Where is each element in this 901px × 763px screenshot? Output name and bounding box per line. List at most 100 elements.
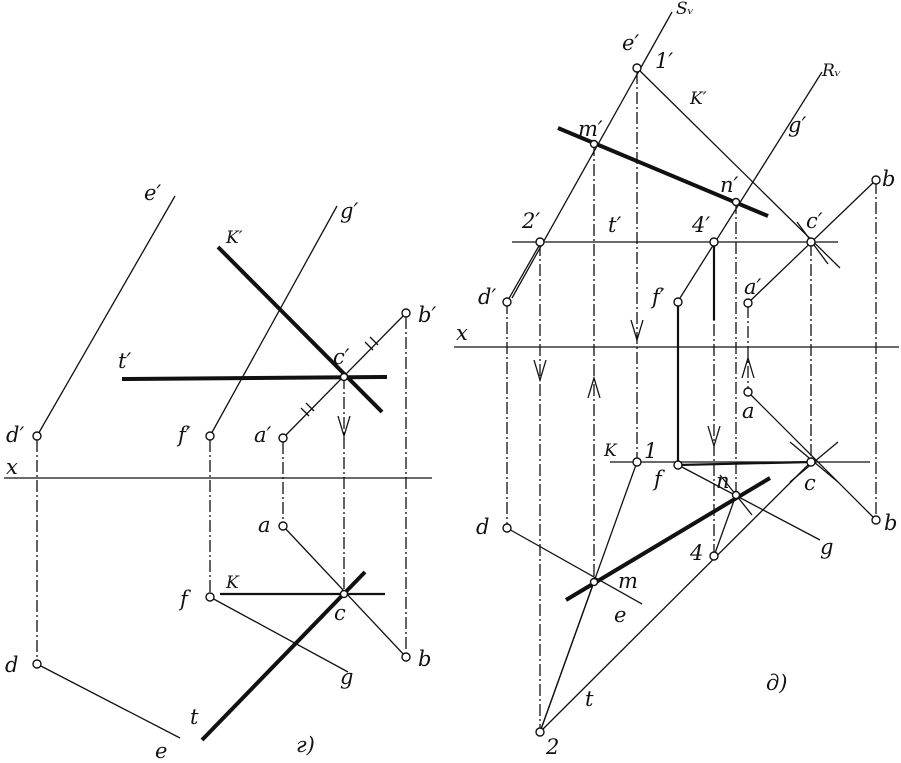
right-label-d: d — [476, 515, 489, 539]
right-label-2-prime: 2′ — [521, 209, 540, 233]
right-label-g-prime: g′ — [788, 113, 806, 137]
left-point-d — [32, 659, 42, 669]
right-label-n-prime: n′ — [720, 173, 739, 197]
panel-left: e′ g′ K′ b′ t′ c′ d′ f′ a′ x a K f c d g… — [4, 181, 436, 763]
right-label-r-v: Rᵥ — [821, 61, 841, 81]
right-point-c-prime — [806, 237, 816, 247]
right-label-b: b — [884, 511, 897, 535]
right-label-f: f — [652, 467, 665, 491]
right-point-2-prime — [535, 237, 545, 247]
right-point-1-prime — [632, 63, 642, 73]
left-point-a — [278, 521, 288, 531]
right-point-n-prime — [731, 197, 741, 207]
right-point-f-prime — [673, 297, 683, 307]
right-point-f — [673, 460, 683, 470]
right-point-m-prime — [589, 139, 599, 149]
right-label-g: g — [820, 535, 833, 559]
left-label-e: e — [155, 739, 167, 763]
left-label-k: K — [225, 573, 240, 593]
left-label-g-prime: g′ — [340, 199, 358, 223]
left-tick-2b — [369, 336, 379, 346]
left-point-c-prime — [339, 372, 349, 382]
left-label-g: g — [340, 665, 353, 689]
left-point-b — [401, 652, 411, 662]
left-label-a: a — [258, 513, 271, 537]
right-point-b-prime — [871, 175, 881, 185]
right-arrow-2-down — [533, 359, 547, 383]
right-arrow-1-down — [630, 319, 644, 343]
right-trace-r-v — [679, 71, 823, 299]
right-line-d-2-prime — [506, 243, 541, 303]
left-point-d-prime — [32, 431, 42, 441]
left-caption: г) — [296, 733, 315, 757]
left-line-k-prime — [216, 245, 384, 414]
right-point-a — [743, 387, 753, 397]
left-point-b-prime — [401, 308, 411, 318]
left-point-f-prime — [205, 431, 215, 441]
right-point-4-prime — [709, 237, 719, 247]
right-line-m-2 — [539, 581, 595, 733]
right-line-t — [539, 461, 812, 733]
left-tick-1a — [300, 407, 310, 417]
left-label-f: f — [178, 587, 191, 611]
left-label-b: b — [418, 647, 431, 671]
right-point-m — [589, 577, 599, 587]
right-arrow-4-down — [707, 425, 721, 449]
right-line-4-n — [713, 494, 737, 557]
left-label-c: c — [334, 601, 346, 625]
left-point-a-prime — [278, 433, 288, 443]
right-arrow-m-up — [587, 375, 601, 399]
left-point-c — [339, 589, 349, 599]
left-label-k-prime: K′ — [225, 228, 243, 248]
left-line-fg-prime — [209, 205, 338, 437]
left-arrow-down — [337, 415, 351, 439]
right-label-1: 1 — [644, 439, 657, 463]
right-label-m-prime: m′ — [578, 117, 603, 141]
right-point-1 — [632, 457, 642, 467]
right-line-ab — [747, 391, 877, 521]
left-label-d-prime: d′ — [6, 423, 24, 447]
left-label-x-axis: x — [6, 455, 18, 479]
right-label-c: c — [804, 471, 816, 495]
right-label-4-prime: 4′ — [691, 213, 710, 237]
left-point-f — [205, 592, 215, 602]
right-label-k-prime: K′ — [689, 89, 707, 109]
right-label-c-prime: c′ — [806, 209, 823, 233]
right-label-m: m — [618, 569, 638, 593]
left-label-c-prime: c′ — [333, 345, 350, 369]
right-label-k: K — [603, 441, 618, 461]
right-label-s-v: Sᵥ — [676, 0, 694, 19]
right-label-a-prime: a′ — [744, 275, 762, 299]
right-point-b — [871, 515, 881, 525]
right-point-4 — [709, 551, 719, 561]
right-segment-fc — [677, 460, 812, 467]
right-line-de — [506, 527, 643, 605]
right-label-f-prime: f′ — [650, 285, 665, 309]
right-label-a: a — [742, 399, 755, 423]
left-label-e-prime: e′ — [144, 181, 161, 205]
right-arrow-a-up — [741, 355, 755, 379]
right-label-d-prime: d′ — [478, 285, 496, 309]
left-label-f-prime: f′ — [176, 423, 191, 447]
right-label-1-prime: 1′ — [655, 49, 673, 73]
right-label-b-prime: b — [882, 167, 895, 191]
left-tick-1b — [305, 402, 315, 412]
right-point-d-prime — [502, 297, 512, 307]
panel-right: Sᵥ Rᵥ e′ 1′ K′ m′ g′ n′ b 2′ t′ 4′ c′ d′… — [454, 0, 899, 759]
right-label-n: n — [716, 469, 730, 493]
right-point-c — [806, 457, 816, 467]
right-label-t: t — [585, 687, 594, 711]
left-label-a-prime: a′ — [254, 423, 272, 447]
right-point-n — [731, 490, 741, 500]
left-line-t — [200, 570, 367, 742]
left-line-fg — [209, 596, 349, 673]
left-label-b-prime: b′ — [418, 303, 436, 327]
right-point-2 — [535, 727, 545, 737]
right-trace-s-v — [511, 11, 673, 299]
right-caption: д) — [766, 671, 788, 695]
right-point-d — [502, 523, 512, 533]
right-label-t-prime: t′ — [608, 213, 621, 237]
right-label-x-axis: x — [456, 321, 468, 345]
